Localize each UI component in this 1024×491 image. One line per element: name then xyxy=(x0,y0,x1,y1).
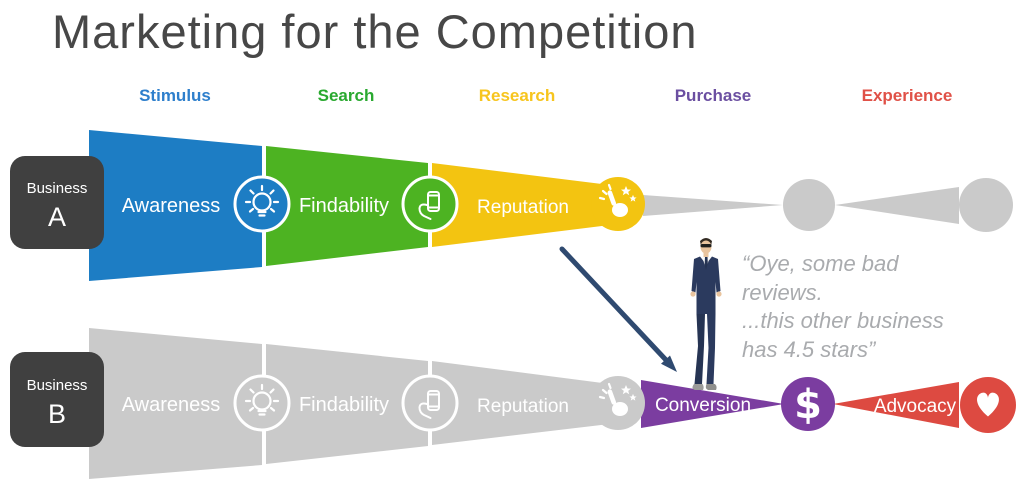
findability-node-a xyxy=(401,175,459,233)
label-a-awareness: Awareness xyxy=(122,195,221,217)
stage-label-purchase: Purchase xyxy=(674,86,752,105)
business-b-funnel: $ Awareness Findability Reputation Conve… xyxy=(89,328,1016,479)
customer-quote: “Oye, some bad reviews. ...this other bu… xyxy=(742,250,944,364)
segment-a-purchase-taper xyxy=(643,195,783,216)
stage-label-search: Search xyxy=(317,86,375,105)
segment-b-conversion xyxy=(641,380,784,428)
quote-line: ...this other business xyxy=(742,308,944,334)
stage-label-research: Research xyxy=(478,86,556,105)
segment-b-advocacy xyxy=(833,382,959,428)
findability-node-b xyxy=(401,374,459,432)
quote-line: “Oye, some bad xyxy=(742,251,899,276)
businessman-figure xyxy=(690,238,722,390)
business-b-badge: Business B xyxy=(10,352,104,447)
awareness-node-a xyxy=(233,175,291,233)
stage-label-stimulus: Stimulus xyxy=(139,86,211,105)
man-right-hand xyxy=(716,291,722,297)
badge-a-line1: Business xyxy=(27,180,88,197)
label-b-findability: Findability xyxy=(299,394,389,416)
man-right-shoe xyxy=(705,384,717,390)
arrowhead-icon xyxy=(661,355,677,372)
man-left-leg xyxy=(694,314,705,384)
quote-line: has 4.5 stars” xyxy=(742,336,876,362)
man-jacket xyxy=(691,256,721,314)
label-b-awareness: Awareness xyxy=(122,394,221,416)
segment-b-awareness xyxy=(89,328,262,479)
segment-b-reputation xyxy=(432,361,618,445)
defection-arrow xyxy=(559,246,677,372)
man-right-leg xyxy=(706,314,716,384)
business-a-badge: Business A xyxy=(10,156,104,249)
segment-a-findability xyxy=(266,146,428,266)
sunglasses-icon xyxy=(700,244,712,248)
man-neck xyxy=(703,252,709,258)
man-left-hand xyxy=(690,291,696,297)
dollar-icon: $ xyxy=(794,382,822,428)
label-b-advocacy: Advocacy xyxy=(874,396,957,417)
segment-a-reputation xyxy=(432,163,618,247)
arrow-shaft xyxy=(559,246,669,363)
badge-a-box xyxy=(10,156,104,249)
man-left-shoe xyxy=(692,384,704,390)
awareness-node-b xyxy=(233,374,291,432)
purchase-node-a xyxy=(783,179,835,231)
label-a-reputation: Reputation xyxy=(477,197,569,218)
page-title: Marketing for the Competition xyxy=(52,5,698,58)
segment-a-awareness xyxy=(89,130,262,281)
badge-b-line1: Business xyxy=(27,377,88,394)
badge-b-line2: B xyxy=(48,399,66,429)
experience-node-a xyxy=(959,178,1013,232)
label-b-conversion: Conversion xyxy=(655,395,751,416)
badge-a-line2: A xyxy=(48,202,66,232)
segment-a-experience-flare xyxy=(835,187,959,224)
segment-b-findability xyxy=(266,344,428,464)
business-a-funnel: Awareness Findability Reputation xyxy=(89,130,1013,281)
quote-line: reviews. xyxy=(742,279,823,305)
conversion-node-b xyxy=(781,377,835,431)
badge-b-box xyxy=(10,352,104,447)
label-a-findability: Findability xyxy=(299,195,389,217)
stage-label-experience: Experience xyxy=(861,86,953,105)
label-b-reputation: Reputation xyxy=(477,396,569,417)
